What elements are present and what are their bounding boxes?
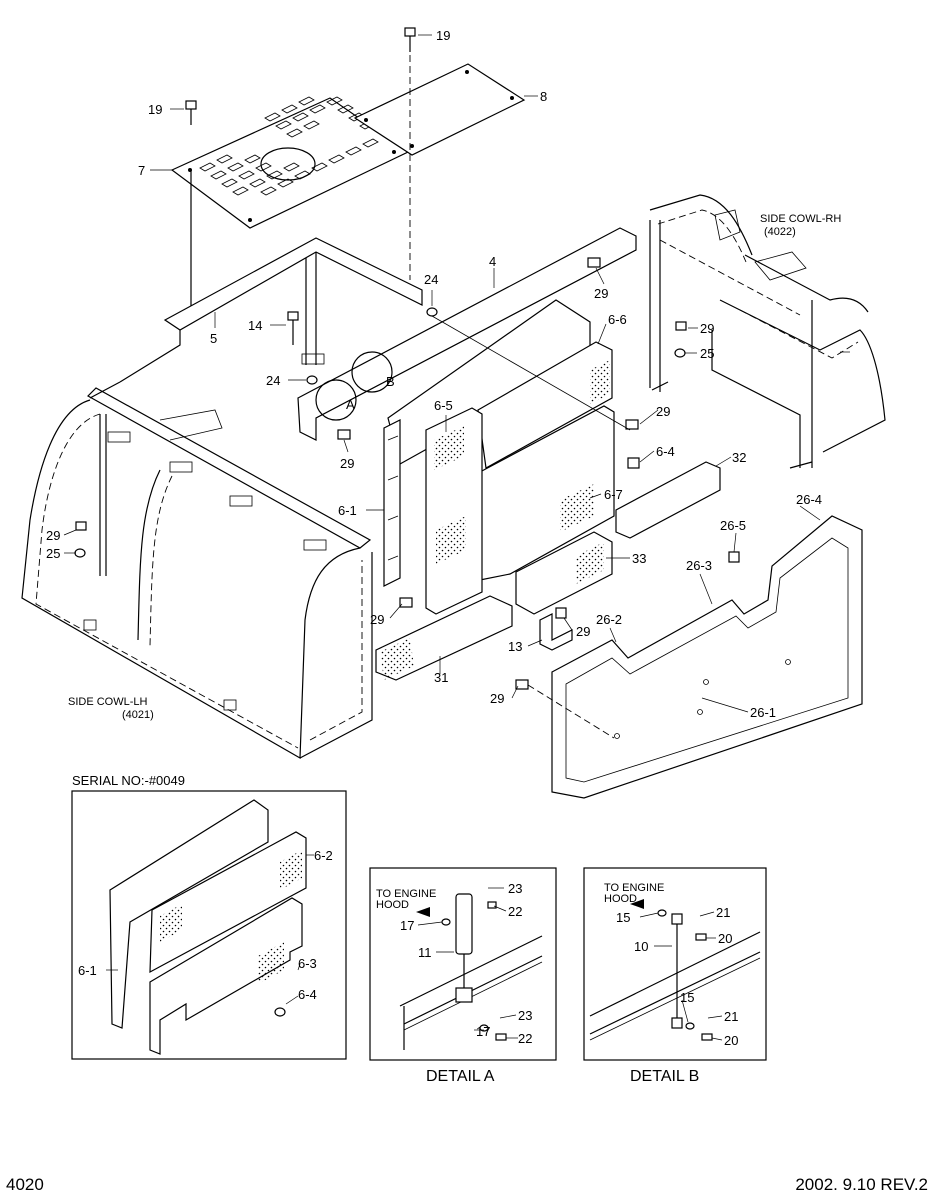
detail-b-note-line2: HOOD <box>604 893 637 905</box>
detail-b-callout-15: 15 <box>616 910 630 925</box>
detail-a-callout-22: 22 <box>508 904 522 919</box>
detail-a-note-line2: HOOD <box>376 899 409 911</box>
detail-a-callout-17: 17 <box>400 918 414 933</box>
revision-date: 2002. 9.10 REV.2 <box>795 1175 928 1194</box>
callout-26-5: 26-5 <box>720 518 746 533</box>
detail-b-callout-20: 20 <box>724 1033 738 1048</box>
callout-19: 19 <box>148 102 162 117</box>
side-cowl-rh-title: SIDE COWL-RH <box>760 213 841 225</box>
side-panel-26 <box>551 515 863 799</box>
callout-31: 31 <box>434 670 448 685</box>
block-33 <box>515 531 613 615</box>
callout-29: 29 <box>340 456 354 471</box>
partition-panel-6-1 <box>383 419 401 587</box>
callout-14: 14 <box>248 318 262 333</box>
callout-7: 7 <box>138 163 145 178</box>
serial-box-title: SERIAL NO:-#0049 <box>72 773 185 788</box>
circle-label-a: A <box>346 397 355 412</box>
detail-b-callout-21: 21 <box>724 1009 738 1024</box>
callout-29: 29 <box>370 612 384 627</box>
callout-26-2: 26-2 <box>596 612 622 627</box>
fasteners <box>74 257 740 739</box>
detail-a-box: TO ENGINE HOOD 23 22 17 11 17 23 22 DETA… <box>369 867 557 1085</box>
callout-6-5: 6-5 <box>434 398 453 413</box>
side-cowl-lh-ref: (4021) <box>122 709 154 721</box>
callout-6-1: 6-1 <box>338 503 357 518</box>
callout-24: 24 <box>266 373 280 388</box>
bracket-13 <box>539 613 573 651</box>
callout-13: 13 <box>508 639 522 654</box>
detail-circle-a <box>315 379 357 421</box>
callout-25: 25 <box>46 546 60 561</box>
side-cowl-lh <box>21 387 373 760</box>
callout-26-1: 26-1 <box>750 705 776 720</box>
callout-29: 29 <box>700 321 714 336</box>
callout-33: 33 <box>632 551 646 566</box>
detail-a-caption: DETAIL A <box>426 1068 495 1085</box>
detail-a-callout-22: 22 <box>518 1031 532 1046</box>
callout-4: 4 <box>489 254 496 269</box>
duct-32 <box>615 461 721 539</box>
side-cowl-lh-title: SIDE COWL-LH <box>68 696 148 708</box>
callout-29: 29 <box>594 286 608 301</box>
detail-b-callout-15: 15 <box>680 990 694 1005</box>
detail-b-note-line1: TO ENGINE <box>604 882 664 894</box>
circle-label-b: B <box>386 374 395 389</box>
callout-5: 5 <box>210 331 217 346</box>
detail-b-callout-10: 10 <box>634 939 648 954</box>
callout-6-4: 6-4 <box>656 444 675 459</box>
callout-25: 25 <box>700 346 714 361</box>
callout-29: 29 <box>576 624 590 639</box>
cover-plate-8 <box>353 63 526 156</box>
detail-b-box: TO ENGINE HOOD 15 21 10 20 15 21 20 DETA… <box>583 867 767 1085</box>
bolts-19 <box>185 27 416 320</box>
page-number: 4020 <box>6 1175 44 1194</box>
callout-6-6: 6-6 <box>608 312 627 327</box>
detail-a-callout-17: 17 <box>476 1024 490 1039</box>
frame-assembly <box>89 227 637 441</box>
callout-8: 8 <box>540 89 547 104</box>
side-cowl-rh <box>649 194 886 469</box>
leader-lines <box>63 34 850 713</box>
serial-callout-6-1: 6-1 <box>78 963 97 978</box>
callout-24: 24 <box>424 272 438 287</box>
serial-callout-6-4: 6-4 <box>298 987 317 1002</box>
callout-29: 29 <box>46 528 60 543</box>
callout-6-7: 6-7 <box>604 487 623 502</box>
detail-b-callout-20: 20 <box>718 931 732 946</box>
serial-callout-6-3: 6-3 <box>298 956 317 971</box>
duct-31 <box>375 595 513 681</box>
detail-circle-b <box>351 351 393 393</box>
callout-29: 29 <box>490 691 504 706</box>
detail-a-callout-23: 23 <box>518 1008 532 1023</box>
callout-29: 29 <box>656 404 670 419</box>
callout-19: 19 <box>436 28 450 43</box>
callout-32: 32 <box>732 450 746 465</box>
callout-26-3: 26-3 <box>686 558 712 573</box>
detail-b-caption: DETAIL B <box>630 1068 699 1085</box>
main-callouts: 19 19 8 7 4 24 5 14 24 29 29 29 25 29 29… <box>46 28 841 721</box>
partition-panel-6-5 <box>425 407 483 615</box>
detail-b-callout-21: 21 <box>716 905 730 920</box>
detail-a-callout-23: 23 <box>508 881 522 896</box>
detail-a-callout-11: 11 <box>418 945 432 960</box>
side-cowl-rh-ref: (4022) <box>764 226 796 238</box>
serial-callout-6-2: 6-2 <box>314 848 333 863</box>
callout-26-4: 26-4 <box>796 492 822 507</box>
serial-box: SERIAL NO:-#0049 6-2 6-3 6-4 6-1 <box>71 773 347 1060</box>
detail-a-note-line1: TO ENGINE <box>376 888 436 900</box>
